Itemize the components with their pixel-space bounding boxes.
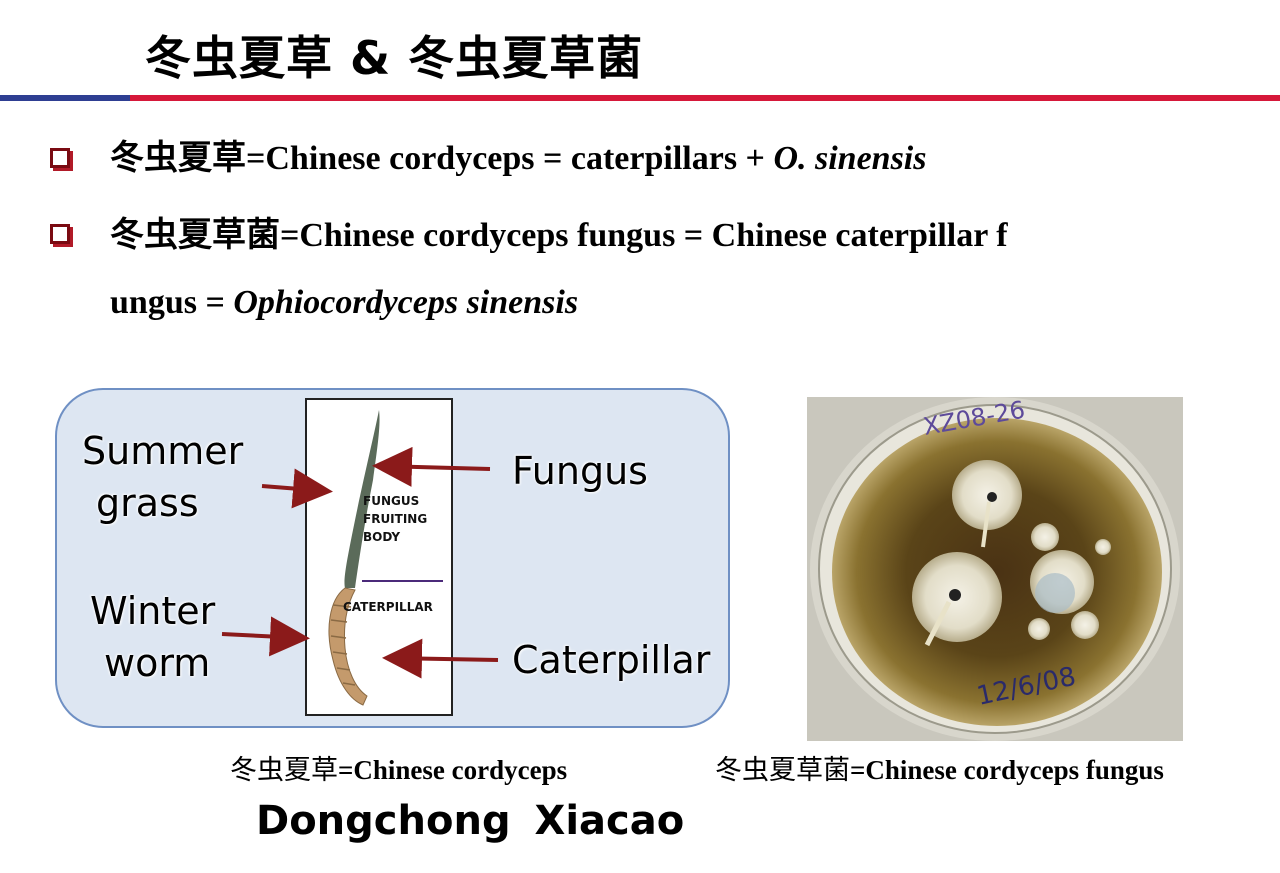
bullet-1-italic: O. sinensis — [773, 140, 927, 177]
summer-grass-label: Summer grass — [82, 429, 244, 525]
bullet-checkbox-icon — [50, 148, 70, 168]
bullet-checkbox-icon — [50, 224, 70, 244]
bullet-2-continued: ungus = Ophiocordyceps sinensis — [110, 268, 578, 338]
caption-right: 冬虫夏草菌=Chinese cordyceps fungus — [715, 755, 1164, 786]
inner-caterpillar-label: CATERPILLAR — [343, 600, 433, 614]
arrow-summer-grass — [261, 468, 333, 509]
arrow-winter-worm — [221, 616, 310, 657]
bullet-2-text2: ungus = — [110, 284, 234, 321]
petri-dish-photo: XZ08-26 12/6/08 — [807, 396, 1183, 741]
bullet-1: 冬虫夏草=Chinese cordyceps = caterpillars + … — [110, 123, 927, 194]
slide-title: 冬虫夏草 & 冬虫夏草菌 — [145, 31, 644, 85]
caterpillar-label: Caterpillar — [512, 638, 711, 682]
title-rule-red — [130, 95, 1280, 101]
arrow-fungus — [372, 446, 491, 487]
bullet-2: 冬虫夏草菌=Chinese cordyceps fungus = Chinese… — [110, 200, 1008, 271]
bullet-1-text: =Chinese cordyceps = caterpillars + — [246, 140, 774, 177]
cordyceps-specimen-icon — [328, 410, 443, 706]
bullet-1-zh: 冬虫夏草 — [110, 138, 246, 178]
title-rule-blue — [0, 95, 130, 101]
arrow-caterpillar — [382, 638, 499, 679]
caption-left: 冬虫夏草=Chinese cordyceps — [230, 755, 568, 786]
fungus-label: Fungus — [512, 449, 648, 493]
dongchong-xiacao-label: Dongchong Xiacao — [256, 798, 685, 844]
bullet-2-zh: 冬虫夏草菌 — [110, 215, 280, 255]
winter-worm-label: Winter worm — [90, 589, 216, 685]
fruiting-body-label: FUNGUS FRUITING BODY — [363, 494, 428, 544]
petri-dish-icon: XZ08-26 12/6/08 — [810, 396, 1180, 741]
bullet-2-text: =Chinese cordyceps fungus = Chinese cate… — [280, 217, 1008, 254]
bullet-2-italic: Ophiocordyceps sinensis — [233, 284, 579, 321]
